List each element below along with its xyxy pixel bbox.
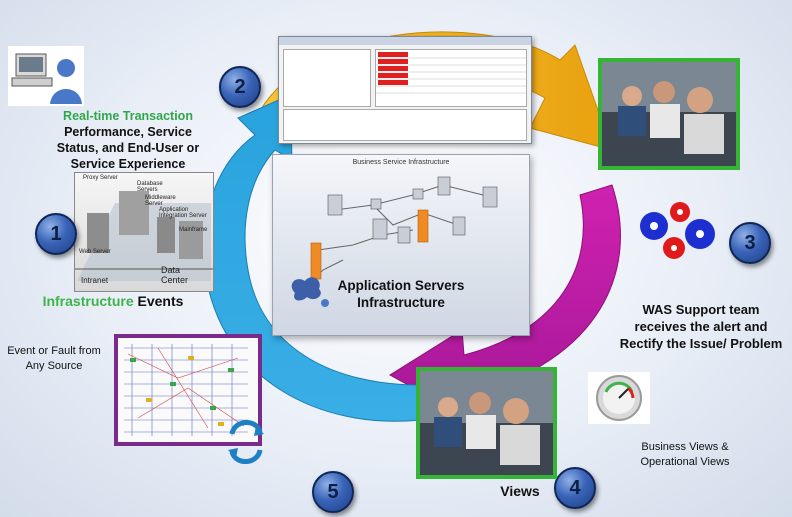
refresh-cycle-icon [226, 416, 266, 468]
mainframe-label: Mainframe [179, 227, 208, 233]
realtime-label: Real-time Transaction Performance, Servi… [42, 108, 214, 172]
database-servers-label: Database Servers [137, 181, 163, 193]
step-1-badge: 1 [35, 213, 77, 255]
gauge-icon [588, 372, 650, 424]
was-support-label: WAS Support team receives the alert and … [619, 302, 783, 351]
step-3-badge: 3 [729, 222, 771, 264]
app-screenshot-image [278, 36, 532, 144]
realtime-highlight: Real-time Transaction [63, 109, 193, 123]
app-integration-label: Application Integration Server [159, 207, 207, 219]
infrastructure-events-label: Infrastructure Events [20, 293, 206, 309]
support-team-photo-top [598, 58, 740, 170]
network-diagram [291, 176, 498, 307]
center-infrastructure-panel: Business Service Infrastructure Applicat… [272, 154, 530, 336]
infrastructure-highlight: Infrastructure [42, 293, 134, 309]
data-center-label: Data Center [161, 265, 189, 285]
center-caption: Application Servers Infrastructure [337, 278, 465, 310]
middleware-server-label: Middleware Server [145, 195, 176, 207]
infrastructure-rest: Events [133, 293, 184, 309]
realtime-rest: Performance, Service Status, and End-Use… [56, 125, 200, 171]
views-label: Views [500, 483, 540, 499]
computer-user-icon [8, 46, 84, 106]
web-server-label: Web Server [79, 249, 111, 255]
intranet-label: Intranet [81, 276, 109, 285]
step-2-badge: 2 [219, 66, 261, 108]
gears-icon [636, 198, 720, 268]
center-panel-title: Business Service Infrastructure [352, 159, 450, 166]
step-4-badge: 4 [554, 467, 596, 509]
business-views-label: Business Views & Operational Views [640, 441, 730, 468]
proxy-server-label: Proxy Server [83, 175, 118, 181]
support-team-photo-bottom [416, 367, 557, 479]
data-center-illustration: Proxy Server Database Servers Middleware… [74, 172, 214, 292]
event-fault-label: Event or Fault from Any Source [7, 345, 101, 372]
step-5-badge: 5 [312, 471, 354, 513]
